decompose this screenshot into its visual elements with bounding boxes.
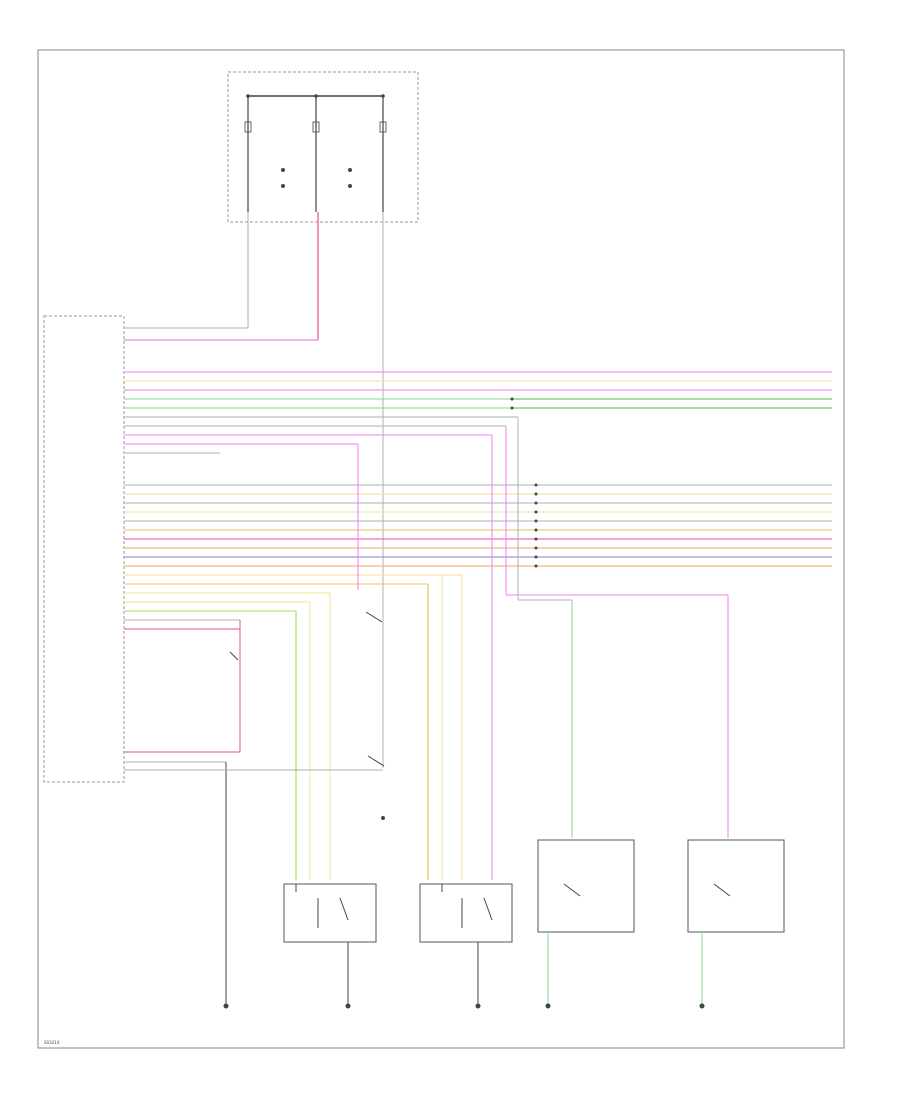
wire-group-lower — [124, 574, 462, 630]
door-lock-motor-left — [283, 883, 377, 1004]
wire-group-middle — [124, 484, 832, 567]
splice-markers — [510, 397, 538, 568]
diagram-frame — [37, 49, 845, 1049]
footer-code: S03214 — [44, 1040, 60, 1045]
wire-group-upper — [124, 371, 832, 454]
door-lock-motor-right — [419, 883, 513, 1004]
ground-points — [223, 1003, 705, 1009]
switch-module-left — [537, 839, 635, 1004]
body-control-module — [43, 315, 125, 783]
switch-module-right — [687, 839, 785, 1004]
fuse-block — [227, 71, 419, 223]
